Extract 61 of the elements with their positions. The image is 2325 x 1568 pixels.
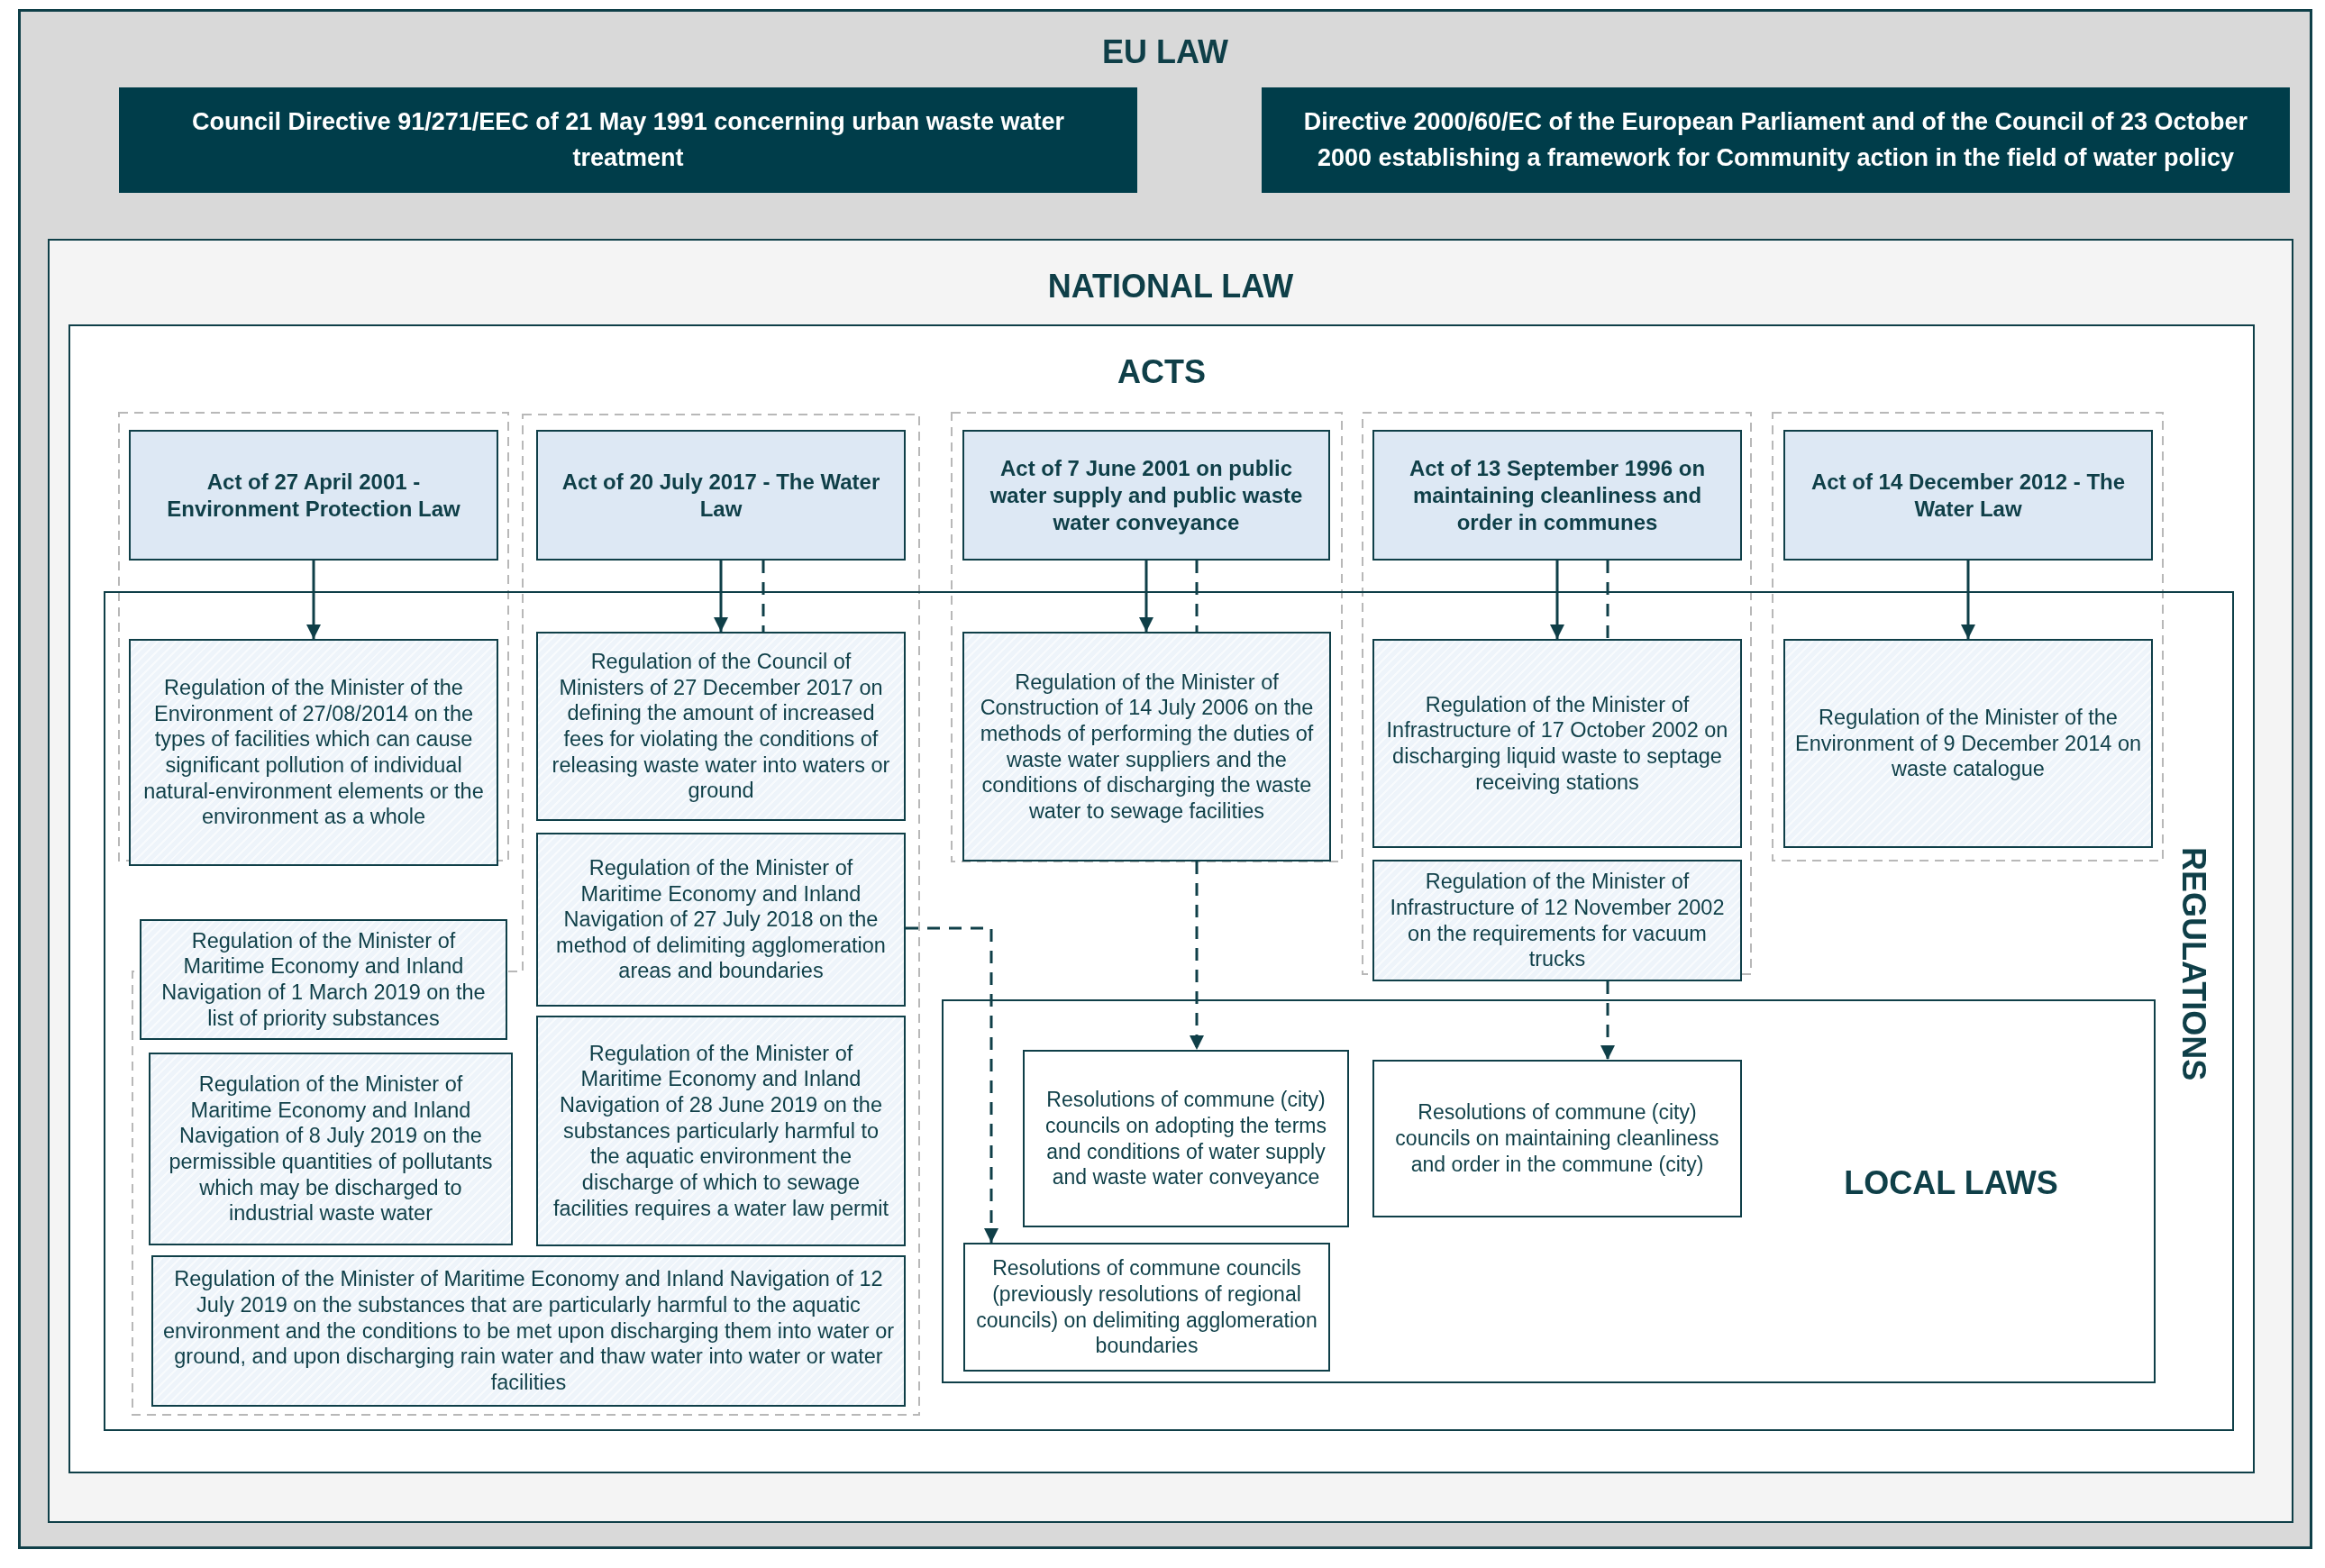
regulation-box [536, 1016, 906, 1246]
arrow [1961, 561, 1975, 639]
arrow [906, 926, 998, 1243]
act-title: Act of 14 December 2012 - The Water Law [1810, 468, 2127, 523]
resolution-text: Resolutions of commune (city) councils on maintaining cleanliness and order in the commune (city) [1394, 1099, 1720, 1178]
resolution-box [1023, 1050, 1349, 1227]
directive-title: Council Directive 91/271/EEC of 21 May 1991 concerning urban waste water treatment [191, 107, 1065, 173]
regulation-box [1783, 639, 2153, 848]
regulation-box [149, 1053, 513, 1245]
act-box [129, 430, 498, 561]
section-heading: REGULATIONS [2175, 847, 2212, 1081]
regulation-text: Regulation of the Minister of the Environment of 27/08/2014 on the types of facilities which can cause significant pollution of individual natural-environment elements or the environment as a whole [142, 675, 485, 830]
section-heading: ACTS [1117, 353, 1206, 391]
regulation-text: Regulation of the Minister of Maritime Economy and Inland Navigation of 27 July 2018 on the method of delimiting agglomeration areas and boundaries [555, 854, 887, 985]
regulations-panel [104, 591, 2234, 1431]
connector-line [761, 561, 765, 632]
regulation-text: Regulation of the Minister of Infrastructure of 12 November 2002 on the requirements for vacuum trucks [1389, 869, 1726, 972]
resolution-text: Resolutions of commune (city) councils on adopting the terms and conditions of water supply and waste water conveyance [1044, 1087, 1327, 1190]
directive-box [1262, 87, 2290, 193]
act-box [1372, 430, 1742, 561]
regulation-text: Regulation of the Minister of the Environment of 9 December 2014 on waste catalogue [1794, 705, 2142, 782]
eu-law-panel [18, 9, 2312, 1549]
regulation-text: Regulation of the Minister of Construction of 14 July 2006 on the methods of performing the duties of waste water suppliers and the conditions of discharging the waste water to sewage facilities [979, 669, 1315, 825]
regulation-text: Regulation of the Council of Ministers of 27 December 2017 on defining the amount of increased fees for violating the conditions of releasing waste water into waters or ground [551, 649, 891, 804]
arrow [306, 561, 321, 639]
regulation-box [536, 632, 906, 821]
resolution-text: Resolutions of commune councils (previously resolutions of regional councils) on delimiting agglomeration boundaries [975, 1255, 1318, 1359]
regulation-text: Regulation of the Minister of Maritime Economy and Inland Navigation of 28 June 2019 on the substances particularly harmful to the aquatic environment the discharge of which to sewage facilities requires a water law permit [552, 1040, 890, 1222]
regulation-text: Regulation of the Minister of Maritime Economy and Inland Navigation of 8 July 2019 on the permissible quantities of pollutants which may be discharged to industrial waste water [168, 1071, 494, 1226]
arrow [1550, 561, 1564, 639]
act-title: Act of 13 September 1996 on maintaining cleanliness and order in communes [1408, 454, 1707, 536]
arrow [1600, 981, 1615, 1060]
regulation-text: Regulation of the Minister of Maritime Economy and Inland Navigation of 12 July 2019 on the substances that are particularly harmful to the aquatic environment and the conditions to be met upon discharging them into water or ground, and upon discharging rain water and thaw water into water or water facilities [162, 1266, 895, 1396]
act-box [962, 430, 1330, 561]
connector-line [1606, 561, 1609, 639]
regulation-box [962, 632, 1331, 861]
section-heading: LOCAL LAWS [1844, 1164, 2058, 1202]
local-laws-panel [942, 999, 2156, 1383]
directive-title: Directive 2000/60/EC of the European Parliament and of the Council of 23 October 2000 establishing a framework for Community action in the field of water policy [1302, 107, 2249, 173]
act-title: Act of 27 April 2001 - Environment Protection Law [166, 468, 461, 523]
regulation-text: Regulation of the Minister of Infrastructure of 17 October 2002 on discharging liquid waste to septage receiving stations [1385, 691, 1729, 796]
regulation-box [1372, 639, 1742, 848]
regulation-box [151, 1255, 906, 1407]
regulation-box [536, 833, 906, 1007]
arrow [1139, 561, 1153, 632]
arrow [1190, 861, 1204, 1050]
directive-box [119, 87, 1137, 193]
act-title: Act of 20 July 2017 - The Water Law [561, 468, 881, 523]
resolution-box [1372, 1060, 1742, 1217]
connector-line [1195, 561, 1199, 632]
act-box [536, 430, 906, 561]
section-heading: NATIONAL LAW [1047, 268, 1294, 305]
section-heading: EU LAW [1102, 33, 1228, 71]
resolution-box [963, 1243, 1330, 1372]
act-title: Act of 7 June 2001 on public water supply and public waste water conveyance [989, 454, 1304, 536]
regulation-box [140, 919, 507, 1040]
regulation-text: Regulation of the Minister of Maritime Economy and Inland Navigation of 1 March 2019 on the list of priority substances [160, 927, 487, 1032]
regulation-box [1372, 860, 1742, 981]
regulation-box [129, 639, 498, 866]
act-box [1783, 430, 2153, 561]
arrow [714, 561, 728, 632]
